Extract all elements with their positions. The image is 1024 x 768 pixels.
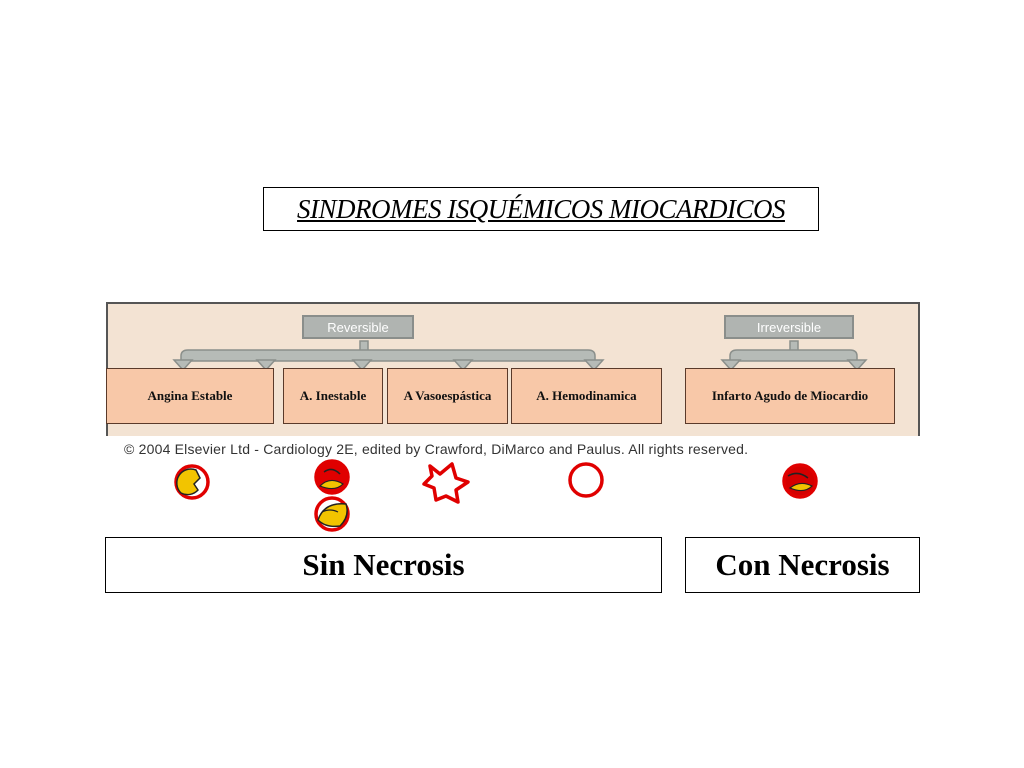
partial-plaque-icon — [174, 464, 210, 500]
page-title: SINDROMES ISQUÉMICOS MIOCARDICOS — [297, 193, 785, 224]
stage-angina-hemodinamica: A. Hemodinamica — [511, 368, 662, 424]
arrow-head-vaso — [452, 359, 474, 372]
irreversible-bar — [729, 349, 858, 362]
stage-angina-inestable: A. Inestable — [283, 368, 383, 424]
reversible-label: Reversible — [302, 315, 414, 339]
con-necrosis-box: Con Necrosis — [685, 537, 920, 593]
normal-vessel-icon — [568, 462, 604, 498]
arrow-head-angina — [172, 359, 194, 372]
plaque-icon — [314, 496, 350, 532]
sin-necrosis-box: Sin Necrosis — [105, 537, 662, 593]
occluded-vessel-icon — [782, 463, 818, 499]
reversible-bar — [180, 349, 596, 362]
title-box: SINDROMES ISQUÉMICOS MIOCARDICOS — [263, 187, 819, 231]
arrow-head-hemo — [583, 359, 605, 372]
spasm-icon — [422, 462, 470, 504]
copyright-text: © 2004 Elsevier Ltd - Cardiology 2E, edi… — [124, 441, 749, 457]
arrow-head-inestable — [351, 359, 373, 372]
stage-infarto: Infarto Agudo de Miocardio — [685, 368, 895, 424]
ruptured-plaque-icon — [314, 459, 350, 495]
irreversible-label: Irreversible — [724, 315, 854, 339]
sin-necrosis-label: Sin Necrosis — [302, 547, 465, 582]
con-necrosis-label: Con Necrosis — [715, 547, 890, 582]
arrow-head-iam-right — [846, 359, 868, 372]
stage-angina-vasoespastica: A Vasoespástica — [387, 368, 508, 424]
stage-angina-estable: Angina Estable — [106, 368, 274, 424]
flow-arrows — [172, 340, 868, 372]
arrow-head-extra — [255, 359, 277, 372]
arrow-head-iam-left — [720, 359, 742, 372]
